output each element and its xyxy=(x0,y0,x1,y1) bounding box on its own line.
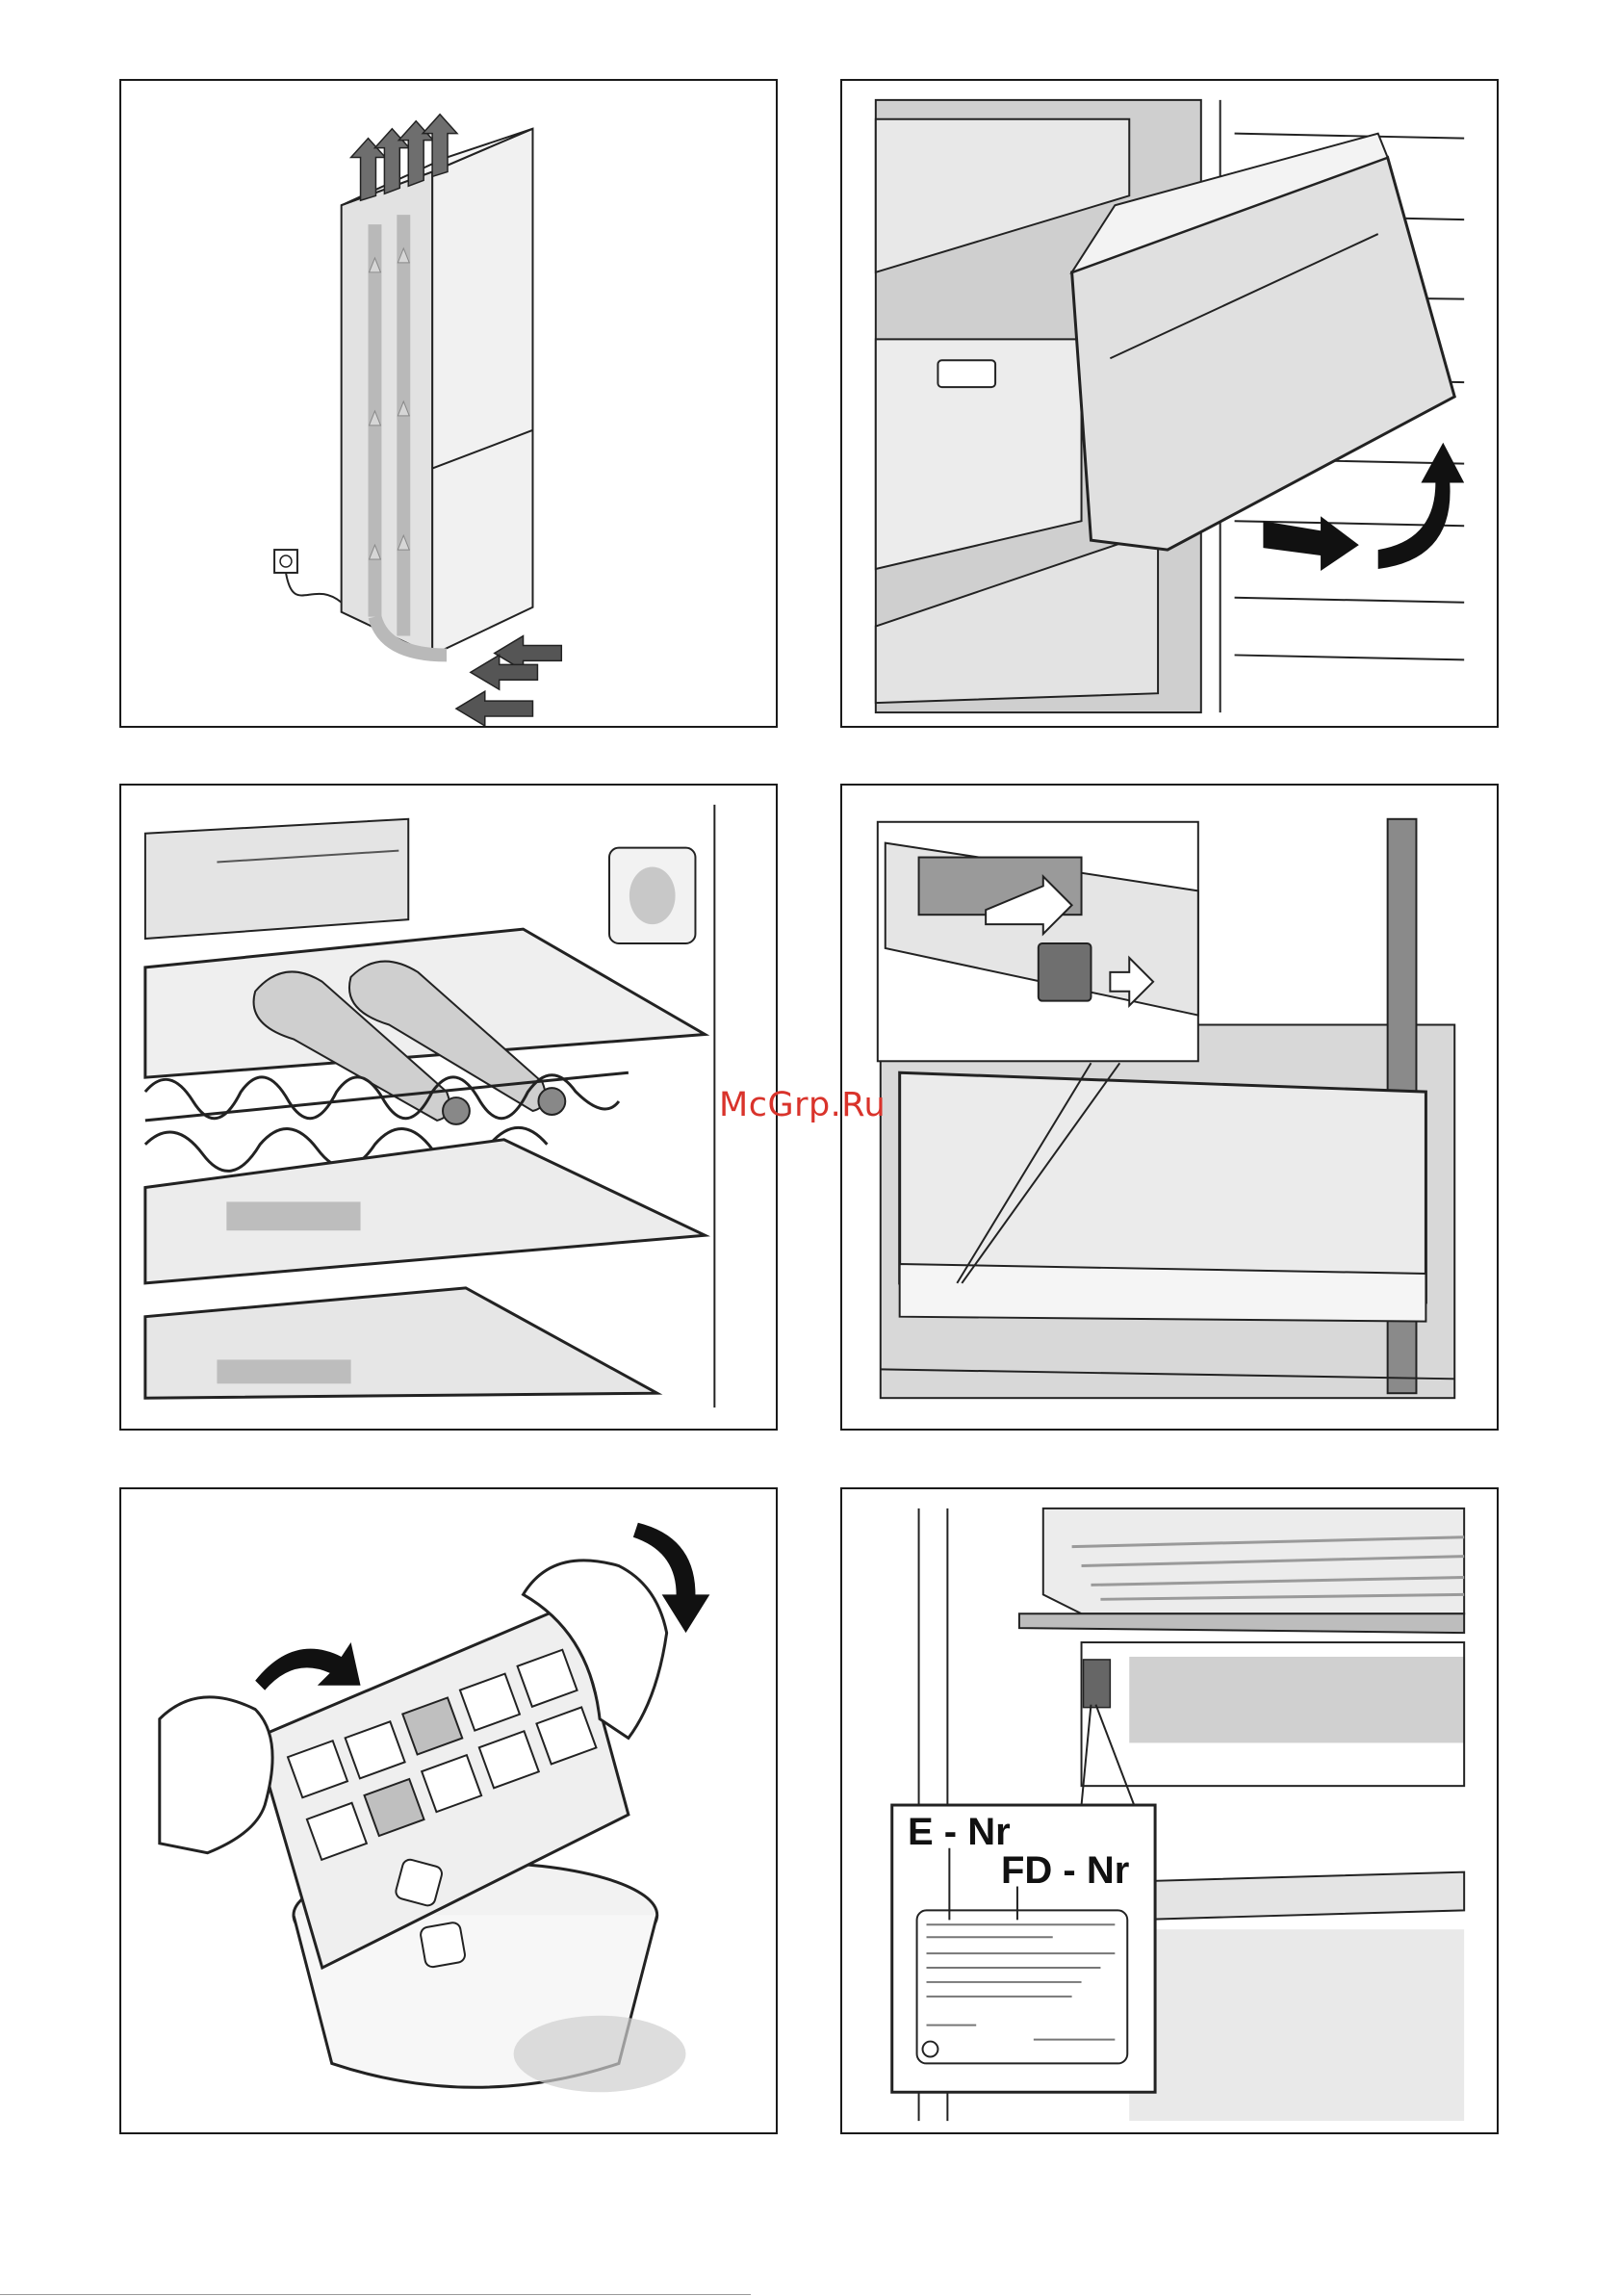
ice-tray-drawing xyxy=(121,1489,776,2132)
watermark-text: McGrp.Ru xyxy=(719,1086,886,1124)
panel-bottle-rack-illustration xyxy=(119,784,778,1431)
bottom-divider xyxy=(0,2294,751,2295)
panel-ice-tray-illustration xyxy=(119,1487,778,2134)
e-nr-label: E - Nr xyxy=(908,1813,1011,1851)
panel-airflow-illustration xyxy=(119,79,778,728)
drawer-slider-drawing xyxy=(842,786,1497,1429)
panel-drawer-removal-illustration xyxy=(840,79,1499,728)
drawer-removal-drawing xyxy=(842,81,1497,726)
bottle-rack-drawing xyxy=(121,786,776,1429)
panel-rating-plate-illustration: E - Nr FD - Nr xyxy=(840,1487,1499,2134)
panel-drawer-slider-illustration xyxy=(840,784,1499,1431)
fridge-airflow-drawing xyxy=(121,81,776,726)
fd-nr-label: FD - Nr xyxy=(1001,1851,1129,1890)
